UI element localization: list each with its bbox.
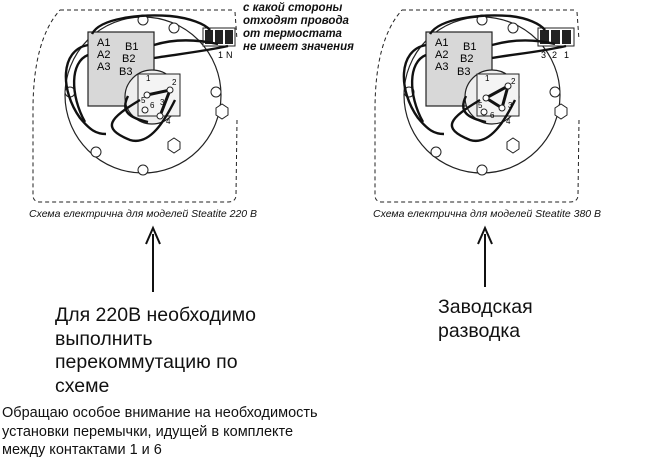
right-diagram-caption: Схема електрична для моделей Steatite 38… <box>373 208 602 220</box>
left-wire <box>90 14 211 35</box>
bottom-note: Обращаю особое внимание на необходимость… <box>2 405 318 458</box>
left-contact-screw <box>141 106 149 114</box>
left-up-arrow <box>145 225 161 292</box>
left-terminal-label-a1: A1 <box>97 37 110 49</box>
left-wiring-diagram: A1 A2 A3 B1 B2 B3 1 2 3 4 5 6 1 N <box>32 9 238 203</box>
left-wire <box>153 39 219 47</box>
right-hex-nut <box>554 103 568 120</box>
right-jumper-wire <box>483 82 511 111</box>
right-wire <box>402 43 445 136</box>
right-power-label-1: 1 <box>564 50 569 60</box>
left-contact-screw <box>143 91 151 99</box>
left-diagram-caption: Схема електрична для моделей Steatite 22… <box>29 208 258 220</box>
right-contact-screw <box>498 104 506 112</box>
right-terminal-label-b2: B2 <box>460 53 473 65</box>
right-wire <box>462 95 487 124</box>
left-wire <box>124 95 149 124</box>
right-terminal-label-a2: A2 <box>435 49 448 61</box>
left-power-label-1: 1 <box>218 50 223 60</box>
right-dashed-outline <box>374 9 580 203</box>
left-contact-number-2: 2 <box>172 78 177 87</box>
right-flange-bolt <box>549 86 561 98</box>
thermostat-wire-note: с какой стороны отходят провода от термо… <box>243 2 354 53</box>
left-wire <box>110 98 177 143</box>
left-power-terminal-cell <box>215 30 223 44</box>
right-contact-number-4: 4 <box>506 117 511 126</box>
right-contact-number-3: 3 <box>508 101 513 110</box>
left-terminal-label-a2: A2 <box>97 49 110 61</box>
left-power-terminal-cell <box>205 30 213 44</box>
right-terminal-label-a3: A3 <box>435 61 448 73</box>
right-wiring-diagram: A1 A2 A3 B1 B2 B3 1 2 3 4 5 6 3 2 1 <box>374 9 580 203</box>
right-terminal-label-b1: B1 <box>463 41 476 53</box>
right-wire <box>491 44 567 60</box>
left-hex-nut <box>167 137 181 154</box>
left-power-label-n: N <box>226 50 233 60</box>
left-terminal-label-a3: A3 <box>97 61 110 73</box>
left-contact-screw <box>166 86 174 94</box>
right-wire <box>491 39 556 47</box>
right-power-terminal-cell <box>562 30 571 44</box>
left-terminal-label-b1: B1 <box>125 41 138 53</box>
left-terminal-label-b3: B3 <box>119 66 132 78</box>
left-contact-number-3: 3 <box>160 98 165 107</box>
right-wire <box>410 53 427 123</box>
right-terminal-label-a1: A1 <box>435 37 448 49</box>
right-contact-number-6: 6 <box>490 111 495 120</box>
left-terminal-label-b2: B2 <box>122 53 135 65</box>
left-contact-number-5: 5 <box>141 96 146 105</box>
left-flange-bolt <box>90 146 102 158</box>
right-wire <box>428 14 546 35</box>
right-annotation: Заводская разводка <box>438 296 533 342</box>
right-power-terminal-cell <box>551 30 560 44</box>
right-contact-screw <box>480 108 488 116</box>
right-contact-number-5: 5 <box>478 101 483 110</box>
right-wire <box>450 98 517 143</box>
right-hex-nut <box>506 137 520 154</box>
right-terminal-label-b3: B3 <box>457 66 470 78</box>
left-contact-screw <box>156 112 164 120</box>
right-flange-bolt <box>430 146 442 158</box>
right-up-arrow <box>477 225 493 287</box>
right-power-label-2: 2 <box>552 50 557 60</box>
left-wire <box>64 43 107 136</box>
right-power-label-3: 3 <box>541 50 546 60</box>
right-contact-screw <box>482 94 490 102</box>
left-hex-nut <box>215 103 229 120</box>
right-contact-screw <box>504 82 512 90</box>
left-wire <box>153 44 229 60</box>
right-power-terminal-cell <box>540 30 549 44</box>
right-contact-number-2: 2 <box>511 77 516 86</box>
left-flange-bolt <box>168 22 180 34</box>
left-wire <box>72 53 89 123</box>
left-contact-number-6: 6 <box>150 101 155 110</box>
left-flange-bolt <box>137 164 149 176</box>
left-contact-number-4: 4 <box>166 117 171 126</box>
left-flange-bolt <box>210 86 222 98</box>
right-flange-bolt <box>476 164 488 176</box>
right-contact-number-1: 1 <box>485 74 490 83</box>
left-annotation: Для 220В необходимо выполнить перекоммут… <box>55 304 256 397</box>
right-flange-bolt <box>507 22 519 34</box>
left-dashed-outline <box>32 9 238 203</box>
left-contact-number-1: 1 <box>146 74 151 83</box>
left-power-terminal-cell <box>225 30 233 44</box>
